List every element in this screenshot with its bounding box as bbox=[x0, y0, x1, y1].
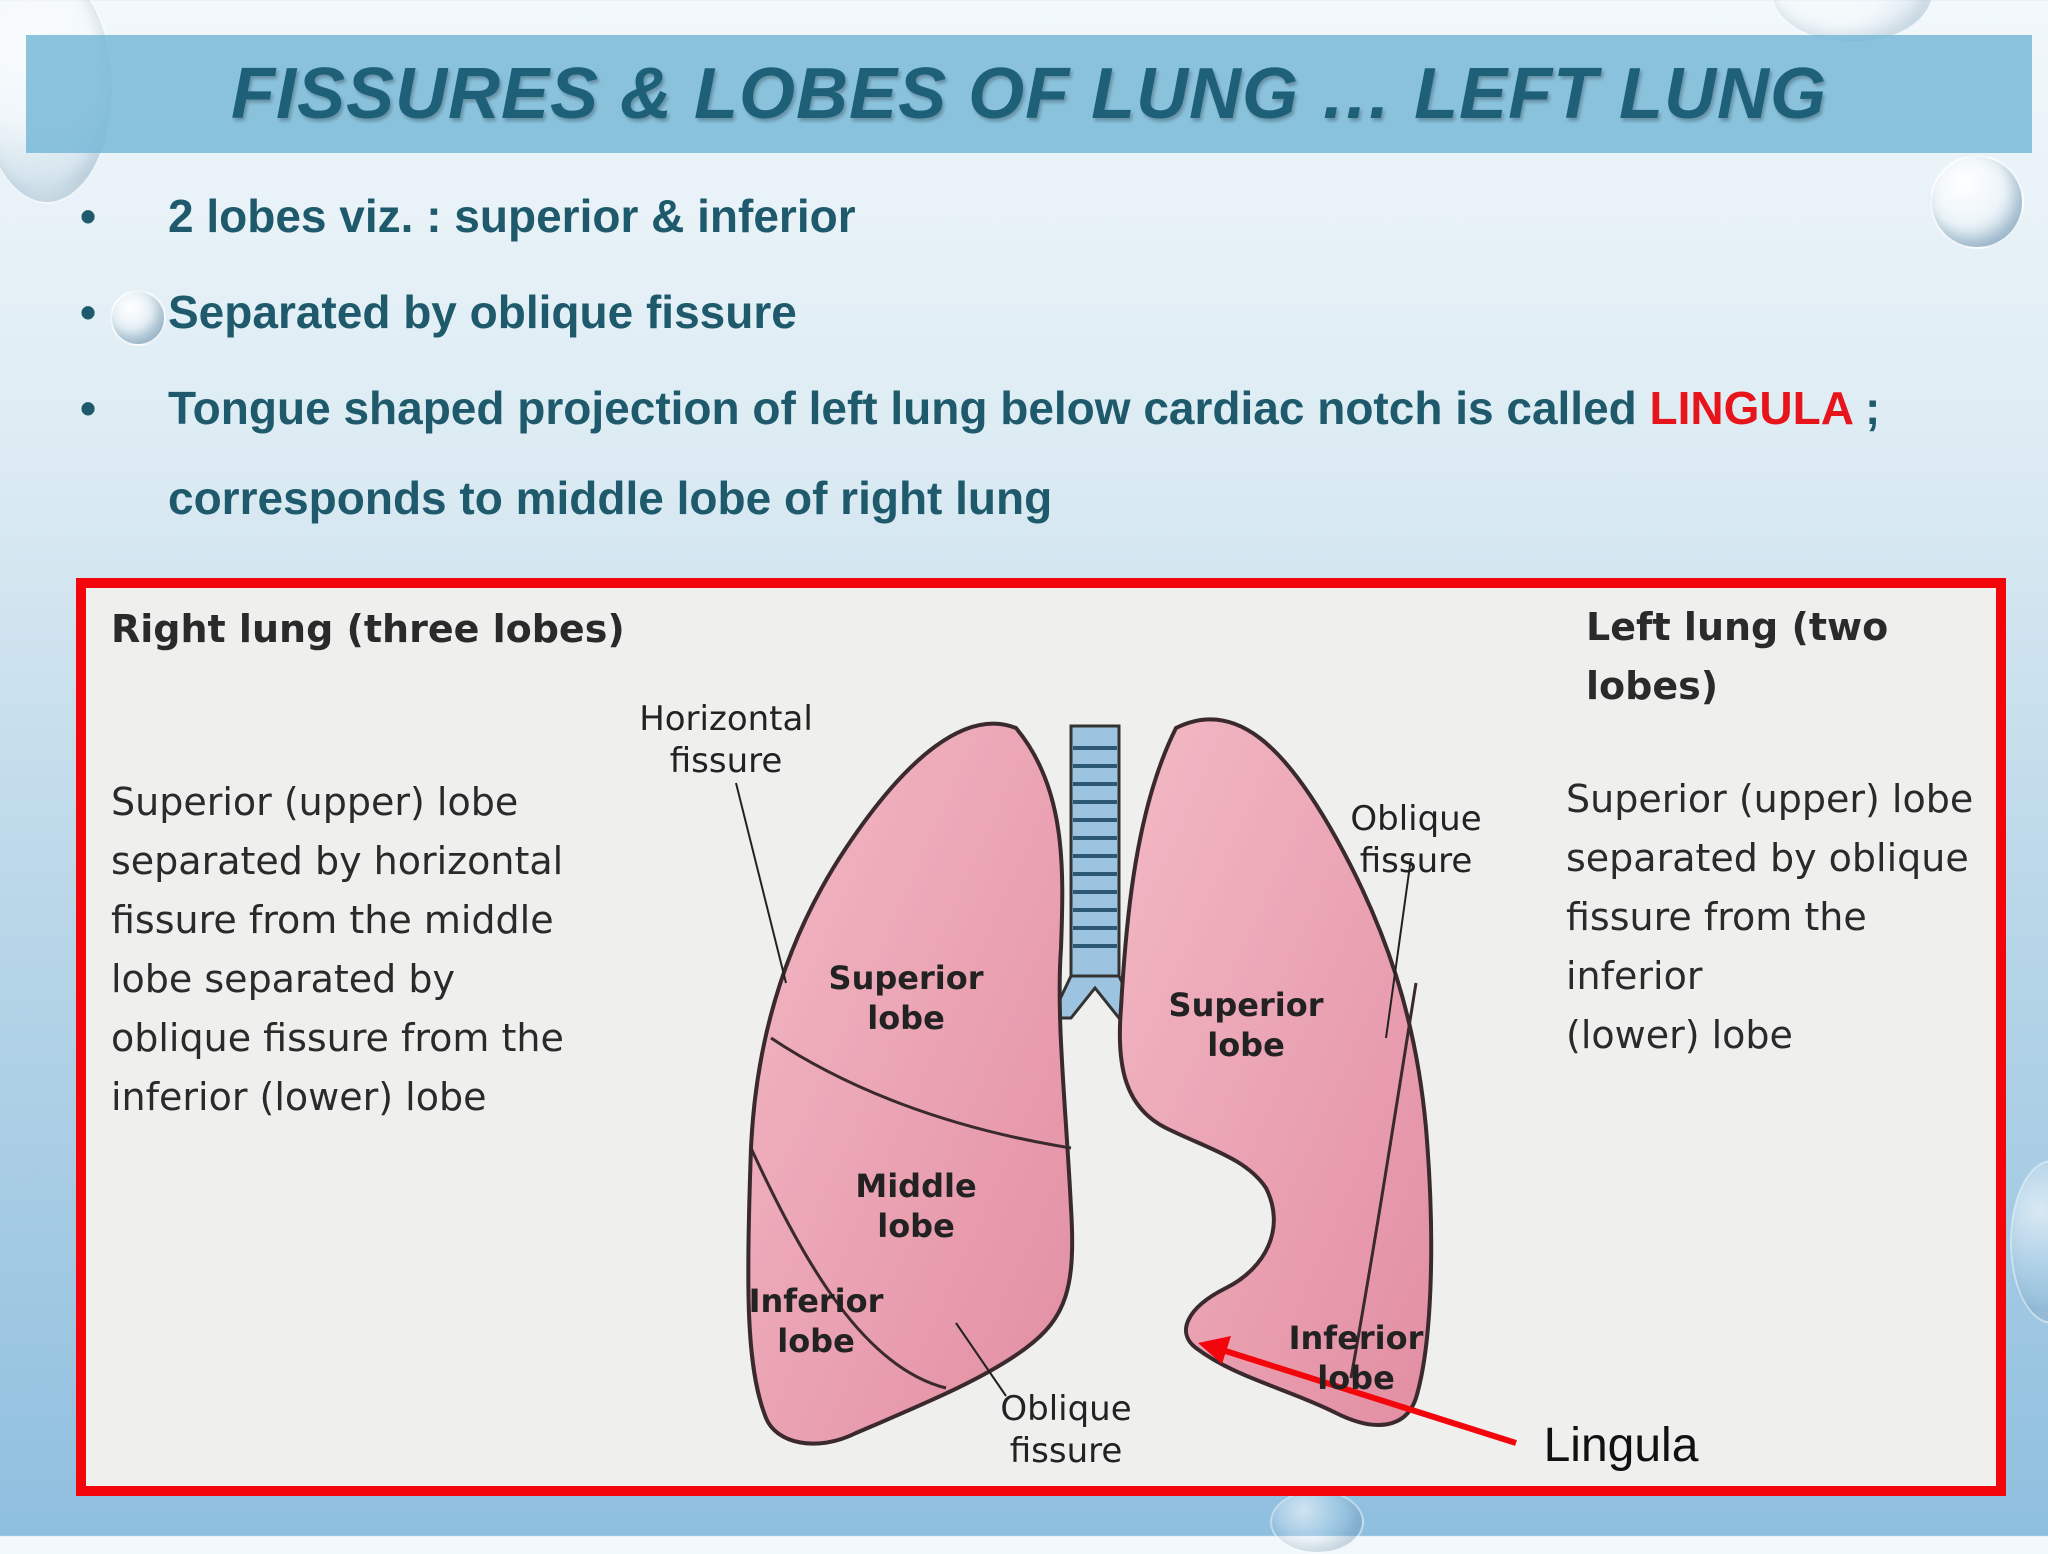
bullet-text: Separated by oblique fissure bbox=[168, 286, 797, 338]
label-line: Middle bbox=[855, 1167, 977, 1205]
left-inferior-lobe-label: Inferior lobe bbox=[1276, 1318, 1436, 1398]
right-lung-description: Superior (upper) lobe separated by horiz… bbox=[111, 773, 581, 1127]
label-line: fissure bbox=[1009, 1431, 1123, 1471]
bullet-item: • 2 lobes viz. : superior & inferior bbox=[80, 168, 2020, 264]
leader-lines bbox=[735, 782, 1412, 1397]
right-inferior-lobe-label: Inferior lobe bbox=[736, 1281, 896, 1361]
label-line: fissure bbox=[1359, 841, 1473, 881]
bullet-item: • Separated by oblique fissure bbox=[80, 264, 2020, 360]
bullet-marker: • bbox=[80, 382, 97, 434]
left-superior-lobe-label: Superior lobe bbox=[1166, 985, 1326, 1065]
right-middle-lobe-label: Middle lobe bbox=[836, 1166, 996, 1246]
label-line: Horizontal bbox=[639, 699, 813, 739]
bullet-text-part: Tongue shaped projection of left lung be… bbox=[168, 382, 1650, 434]
bullet-text: corresponds to middle lobe of right lung bbox=[168, 472, 1053, 524]
label-line: Superior bbox=[1168, 986, 1324, 1024]
description-line: oblique fissure from the bbox=[111, 1016, 564, 1060]
horizontal-fissure-label: Horizontal fissure bbox=[626, 698, 826, 782]
bullet-continuation: corresponds to middle lobe of right lung bbox=[80, 450, 2020, 546]
decorative-bubble bbox=[1930, 155, 2024, 249]
label-line: Oblique bbox=[1000, 1389, 1132, 1429]
left-lung-header: Left lung (two lobes) bbox=[1586, 605, 1889, 708]
label-line: fissure bbox=[669, 741, 783, 781]
description-line: Superior (upper) lobe bbox=[1566, 777, 1974, 821]
bullet-text: 2 lobes viz. : superior & inferior bbox=[168, 190, 856, 242]
lung-illustration bbox=[735, 717, 1517, 1446]
label-line: Oblique bbox=[1350, 799, 1482, 839]
decorative-bubble bbox=[1270, 1490, 1364, 1554]
lingula-arrow bbox=[1198, 1336, 1517, 1446]
description-line: separated by oblique bbox=[1566, 836, 1969, 880]
diagram-frame: Right lung (three lobes) Left lung (two … bbox=[76, 578, 2006, 1496]
label-line: lobe bbox=[1317, 1359, 1395, 1397]
slide-title: FISSURES & LOBES OF LUNG … LEFT LUNG bbox=[230, 54, 1828, 134]
description-line: separated by horizontal bbox=[111, 839, 564, 883]
label-line: Inferior bbox=[1288, 1319, 1424, 1357]
bullet-text: Tongue shaped projection of left lung be… bbox=[168, 360, 2020, 456]
right-lung bbox=[746, 721, 1075, 1446]
description-line: (lower) lobe bbox=[1566, 1013, 1793, 1057]
bullet-marker: • bbox=[80, 190, 97, 242]
bullet-list: • 2 lobes viz. : superior & inferior • S… bbox=[80, 168, 2020, 546]
lingula-label: Lingula bbox=[1543, 1419, 1699, 1472]
description-line: fissure from the middle bbox=[111, 898, 554, 942]
decorative-bubble bbox=[2010, 1160, 2048, 1324]
oblique-fissure-label-bottom: Oblique fissure bbox=[986, 1388, 1146, 1472]
title-bar: FISSURES & LOBES OF LUNG … LEFT LUNG bbox=[26, 35, 2032, 153]
bullet-text-part: ; bbox=[1852, 382, 1881, 434]
label-line: Superior bbox=[828, 959, 984, 997]
left-lung bbox=[1117, 717, 1434, 1427]
trachea bbox=[1048, 724, 1142, 1020]
description-line: Superior (upper) lobe bbox=[111, 780, 519, 824]
bullet-item: • Tongue shaped projection of left lung … bbox=[80, 360, 2020, 456]
description-line: fissure from the inferior bbox=[1566, 895, 1867, 998]
label-line: lobe bbox=[1207, 1026, 1285, 1064]
oblique-fissure-label-left-lung: Oblique fissure bbox=[1336, 798, 1496, 882]
description-line: inferior (lower) lobe bbox=[111, 1075, 487, 1119]
label-line: Inferior bbox=[748, 1282, 884, 1320]
label-line: lobe bbox=[867, 999, 945, 1037]
left-lung-description: Superior (upper) lobe separated by obliq… bbox=[1566, 770, 1996, 1065]
right-lung-header: Right lung (three lobes) bbox=[111, 607, 625, 651]
description-line: lobe separated by bbox=[111, 957, 455, 1001]
right-superior-lobe-label: Superior lobe bbox=[826, 958, 986, 1038]
label-line: lobe bbox=[877, 1207, 955, 1245]
bullet-marker: • bbox=[80, 286, 97, 338]
lingula-highlight: LINGULA bbox=[1649, 382, 1853, 434]
label-line: lobe bbox=[777, 1322, 855, 1360]
decorative-bubble bbox=[110, 290, 166, 346]
